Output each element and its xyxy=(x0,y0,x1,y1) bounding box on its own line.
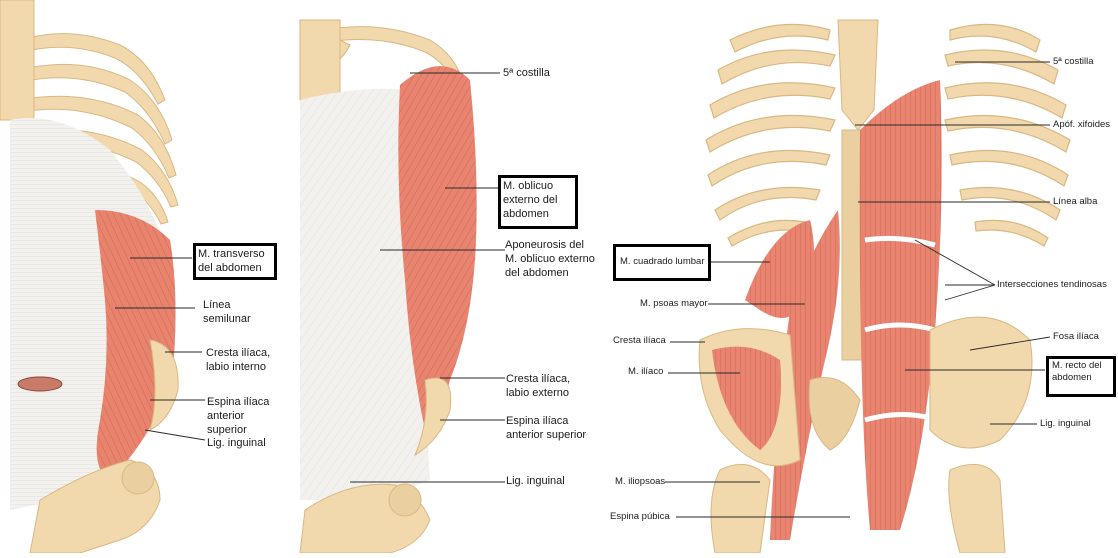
label-oblicuo-externo: M. oblicuo externo del abdomen xyxy=(503,179,575,221)
label-espina-iliaca-1: Espina ilíaca anterior superior xyxy=(207,395,287,437)
label-lig-inguinal-3: Lig. inguinal xyxy=(1040,418,1091,430)
label-linea-alba: Línea alba xyxy=(1053,196,1097,208)
label-cuadrado-lumbar: M. cuadrado lumbar xyxy=(620,256,704,268)
label-transverso: M. transverso del abdomen xyxy=(198,247,274,275)
label-aponeurosis: Aponeurosis del M. oblicuo externo del a… xyxy=(505,238,595,280)
label-espina-pubica: Espina púbica xyxy=(610,511,670,523)
label-cresta-iliaca-externo: Cresta ilíaca, labio externo xyxy=(506,372,576,400)
label-apof-xifoides: Apóf. xifoides xyxy=(1053,119,1110,131)
label-iliopsoas: M. iliopsoas xyxy=(615,476,665,488)
label-intersecciones: Intersecciones tendinosas xyxy=(997,279,1107,291)
label-fosa-iliaca: Fosa ilíaca xyxy=(1053,331,1099,343)
label-lig-inguinal-2: Lig. inguinal xyxy=(506,474,565,488)
label-lig-inguinal-1: Lig. inguinal xyxy=(207,436,266,450)
label-recto-abdomen: M. recto del abdomen xyxy=(1052,360,1114,384)
panel-2-external-oblique xyxy=(300,20,477,553)
label-iliaco: M. ilíaco xyxy=(628,366,663,378)
label-cresta-iliaca-3: Cresta ilíaca xyxy=(613,335,666,347)
label-linea-semilunar: Línea semilunar xyxy=(203,298,265,326)
label-espina-iliaca-2: Espina ilíaca anterior superior xyxy=(506,414,588,442)
label-5a-costilla-2: 5ª costilla xyxy=(503,66,550,80)
label-5a-costilla-3: 5ª costilla xyxy=(1053,56,1093,68)
label-cresta-iliaca-interno: Cresta ilíaca, labio interno xyxy=(206,346,276,374)
label-psoas-mayor: M. psoas mayor xyxy=(640,298,708,310)
panel-1-transverse-abdominis xyxy=(0,0,178,553)
